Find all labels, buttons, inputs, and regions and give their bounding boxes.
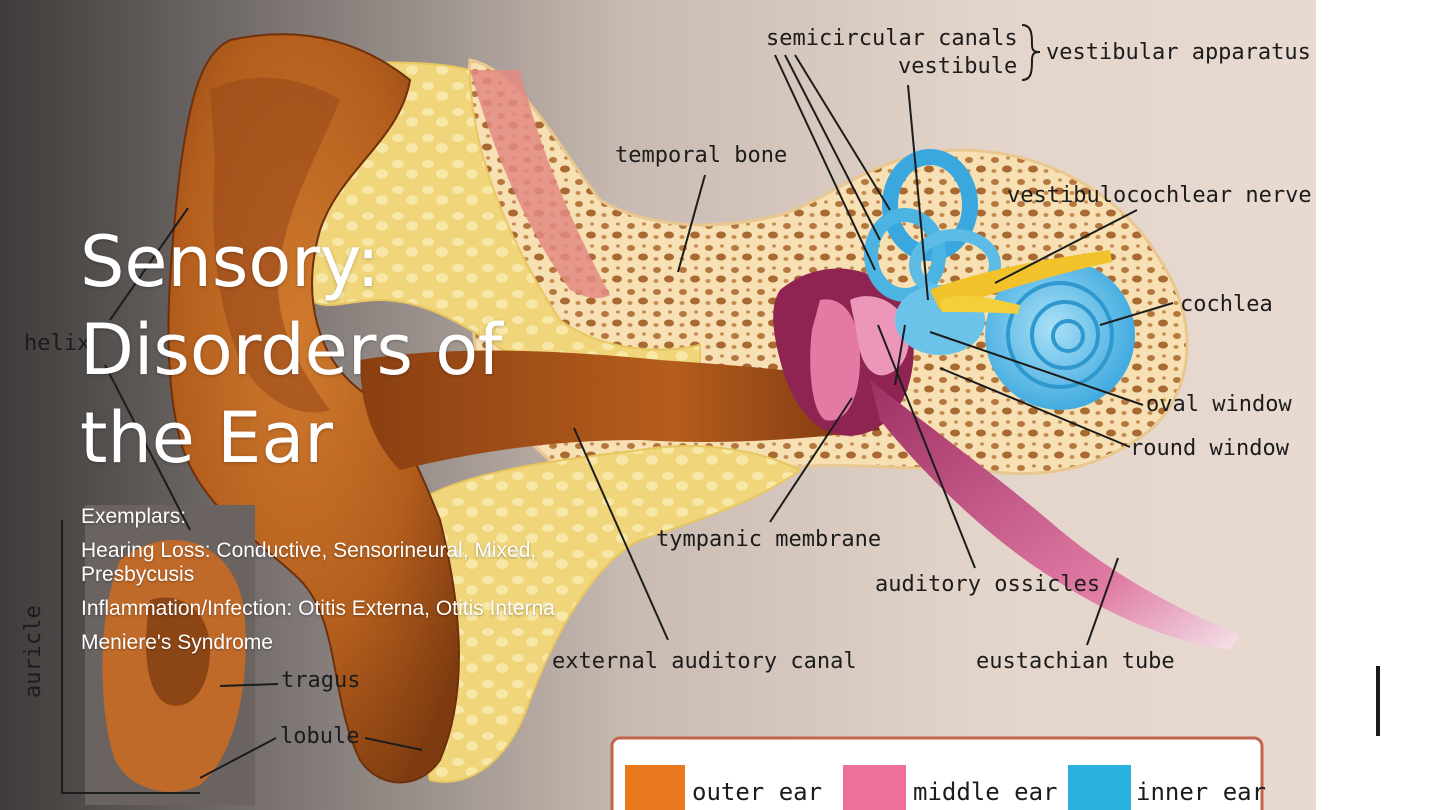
label-tympanic-membrane: tympanic membrane	[656, 527, 881, 552]
muscle-strip	[470, 70, 610, 299]
label-external-auditory-canal: external auditory canal	[552, 649, 857, 674]
exemplars-list: Exemplars: Hearing Loss: Conductive, Sen…	[81, 505, 601, 665]
slide-title-line-2: Disorders of	[80, 309, 503, 391]
exemplar-item: Inflammation/Infection: Otitis Externa, …	[81, 597, 555, 620]
label-vestibulocochlear-nerve: vestibulocochlear nerve	[1007, 183, 1312, 208]
slide-title: Sensory: Disorders of the Ear	[80, 218, 580, 482]
label-cochlea: cochlea	[1180, 292, 1273, 317]
exemplar-item: Meniere's Syndrome	[81, 631, 273, 654]
exemplar-item: Hearing Loss: Conductive, Sensorineural,…	[81, 539, 537, 586]
label-auditory-ossicles: auditory ossicles	[875, 572, 1100, 597]
leader-lines	[61, 54, 1174, 794]
legend-label-middle-ear: middle ear	[913, 778, 1058, 806]
legend-swatch-inner-ear	[1068, 765, 1131, 810]
label-vestibule: vestibule	[898, 54, 1017, 79]
slide-title-line-1: Sensory:	[80, 221, 380, 303]
label-oval-window: oval window	[1146, 392, 1292, 417]
text-cursor-bar	[1376, 666, 1380, 736]
legend-label-inner-ear: inner ear	[1136, 778, 1266, 806]
nerve-branch	[940, 295, 1020, 314]
legend-swatch-middle-ear	[843, 765, 906, 810]
ossicles-shape	[850, 296, 909, 376]
label-semicircular-canals: semicircular canals	[766, 26, 1018, 51]
exemplars-heading: Exemplars:	[81, 505, 187, 528]
helix-rim	[210, 77, 340, 413]
external-auditory-canal-shape	[360, 350, 880, 470]
slide-title-line-3: the Ear	[80, 397, 334, 479]
label-temporal-bone: temporal bone	[615, 143, 787, 168]
inset-ear-detail	[146, 597, 210, 706]
label-vestibular-apparatus: vestibular apparatus	[1046, 40, 1311, 65]
vestibular-brace	[1021, 24, 1041, 81]
label-lobule: lobule	[280, 724, 359, 749]
legend-box: outer ear middle ear inner ear	[610, 736, 1266, 810]
legend-swatch-outer-ear	[625, 765, 685, 810]
legend-label-outer-ear: outer ear	[692, 778, 822, 806]
label-auricle: auricle	[21, 605, 46, 698]
inner-ear-group	[864, 149, 1135, 410]
vestibulocochlear-nerve-shape	[930, 250, 1112, 310]
label-tragus: tragus	[281, 668, 360, 693]
ear-anatomy-illustration: outer ear middle ear inner ear	[0, 0, 1316, 810]
label-eustachian-tube: eustachian tube	[976, 649, 1175, 674]
label-helix: helix	[24, 331, 90, 356]
tympanic-membrane-shape	[810, 299, 860, 421]
eustachian-tube-shape	[870, 380, 1240, 650]
label-round-window: round window	[1130, 436, 1290, 461]
